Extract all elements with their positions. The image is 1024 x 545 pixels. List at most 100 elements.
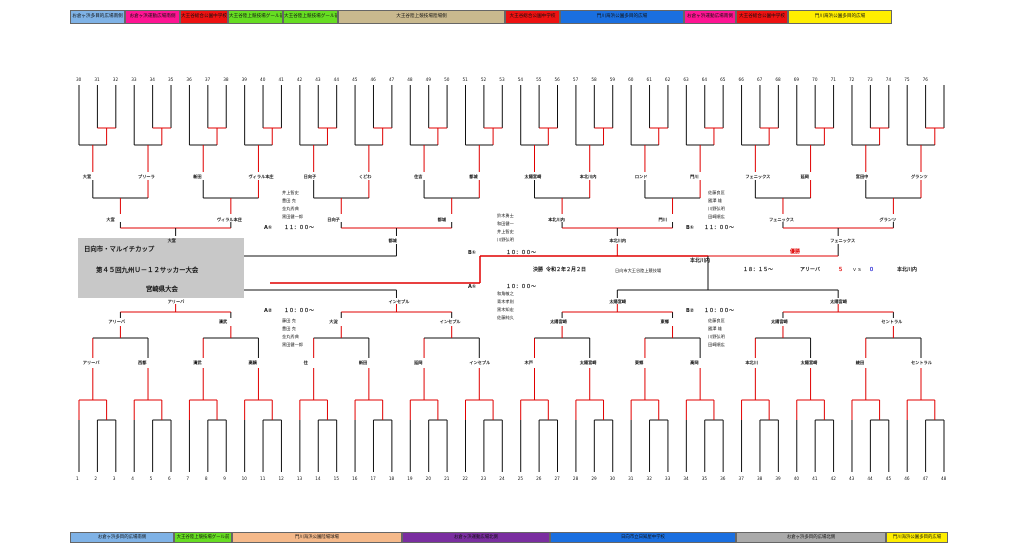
team-name: 太陽宮崎 xyxy=(579,360,597,365)
seed-number: 64 xyxy=(701,77,708,82)
seed-number: 46 xyxy=(904,476,910,481)
team-name: 新田 xyxy=(193,174,202,179)
seed-number: 39 xyxy=(241,77,247,82)
qf-top-left-code: A① xyxy=(264,225,273,231)
seed-number: 61 xyxy=(646,77,652,82)
seed-number: 31 xyxy=(628,476,634,481)
semi-bottom-time: １０：００～ xyxy=(506,284,537,290)
seed-number: 46 xyxy=(370,77,376,82)
team-name: 延岡 xyxy=(414,360,423,365)
team-name: インセプル xyxy=(439,319,461,324)
venue-header-cell: お倉ヶ浜運動広場南側 xyxy=(684,10,736,24)
official-name: 豊田 克 xyxy=(282,198,296,203)
team-name: 太陽宮崎 xyxy=(524,174,542,179)
seed-number: 48 xyxy=(407,77,413,82)
team-name: 日向子 xyxy=(303,174,317,179)
seed-number: 54 xyxy=(517,77,524,82)
team-name: アリーバ xyxy=(167,299,185,304)
seed-number: 4 xyxy=(131,476,134,481)
official-name: 和角敏之 xyxy=(497,291,514,296)
final-label: 決勝 xyxy=(533,267,544,273)
official-name: 國澤 雄 xyxy=(708,198,722,203)
team-name: 都城 xyxy=(388,238,397,243)
official-name: 黒田健一郎 xyxy=(282,342,303,347)
seed-number: 2 xyxy=(94,476,98,481)
venue-header-cell: 大王谷陸上競技場グール前 xyxy=(283,10,338,24)
venue-footer-cell: 日向市立日知屋中学校 xyxy=(550,532,736,543)
qf-bottom-right-code: B② xyxy=(686,308,695,314)
team-name: 大宮 xyxy=(106,217,115,222)
seed-number: 42 xyxy=(830,476,836,481)
seed-number: 35 xyxy=(701,476,708,481)
venue-footer-cell: お倉ヶ浜多目的広場北側 xyxy=(736,532,886,543)
seed-number: 5 xyxy=(149,476,153,481)
official-name: 青木孝則 xyxy=(497,299,514,304)
venue-footer-cell: 大王谷陸上競技場グール前 xyxy=(174,532,232,543)
team-name: 門川 xyxy=(690,174,699,179)
seed-number: 62 xyxy=(664,77,671,82)
seed-number: 15 xyxy=(333,476,339,481)
qf-top-right-code: B① xyxy=(686,225,695,231)
seed-number: 22 xyxy=(462,476,468,481)
team-name: 都城 xyxy=(469,174,478,179)
venue-footer-cell: お倉ヶ浜多目的広場南側 xyxy=(70,532,174,543)
seed-number: 14 xyxy=(315,476,321,481)
venue-header-cell: 大王谷総合公園中学校 xyxy=(180,10,228,24)
seed-number: 68 xyxy=(775,77,781,82)
team-name: インセプル xyxy=(388,299,410,304)
team-name: 高鍋 xyxy=(248,360,257,365)
seed-number: 59 xyxy=(609,77,616,82)
seed-number: 72 xyxy=(848,77,855,82)
qf-bottom-left-time: １０：００～ xyxy=(284,308,315,314)
team-name: セントラル xyxy=(910,360,932,365)
seed-number: 28 xyxy=(572,476,579,481)
venue-header-cell: 門川海浜公園多目的広場 xyxy=(560,10,684,24)
seed-number: 33 xyxy=(131,77,137,82)
seed-number: 10 xyxy=(241,476,247,481)
team-name: フェニックス xyxy=(830,238,856,243)
qf-top-right-time: １１：００～ xyxy=(704,225,735,231)
seed-number: 39 xyxy=(775,476,781,481)
final-time: １８：１５～ xyxy=(743,267,774,273)
venue-header-cell: お倉ヶ浜運動広場南側 xyxy=(125,10,180,24)
seed-number: 30 xyxy=(76,77,82,82)
seed-number: 52 xyxy=(480,77,487,82)
team-name: フェニックス xyxy=(745,174,771,179)
final-venue: 日向市大王谷陸上競技場 xyxy=(615,268,662,273)
seed-number: 42 xyxy=(296,77,303,82)
team-name: グランツ xyxy=(879,217,897,222)
team-name: 太陽宮崎 xyxy=(830,299,847,304)
team-name: プリーラ xyxy=(138,174,155,179)
seed-number: 32 xyxy=(112,77,119,82)
team-name: 住吉 xyxy=(414,174,423,179)
team-name: 本北川内 xyxy=(579,174,597,179)
seed-number: 29 xyxy=(591,476,597,481)
official-name: 井上智史 xyxy=(282,190,299,195)
seed-number: 1 xyxy=(76,476,79,481)
seed-number: 25 xyxy=(517,476,524,481)
title-line-3: 宮崎県大会 xyxy=(146,285,178,293)
venue-header-cell: 門川海浜公園多目的広場 xyxy=(788,10,892,24)
final-vs: ｖｓ xyxy=(852,267,863,273)
seed-number: 38 xyxy=(756,476,763,481)
official-name: 國澤 雄 xyxy=(708,326,722,331)
official-name: 金丸秀典 xyxy=(282,206,299,211)
seed-number: 58 xyxy=(591,77,597,82)
team-name: アリーバ xyxy=(108,319,126,324)
seed-number: 23 xyxy=(480,476,487,481)
semi-top-code: B① xyxy=(468,250,477,256)
semi-bottom-code: A① xyxy=(468,284,477,290)
team-name: 日向子 xyxy=(327,217,340,222)
team-name: 本北川 xyxy=(745,360,758,365)
seed-number: 8 xyxy=(204,476,208,481)
official-name: 鈴木勇士 xyxy=(497,213,514,218)
seed-number: 60 xyxy=(628,77,634,82)
seed-number: 41 xyxy=(812,476,818,481)
seed-number: 35 xyxy=(168,77,174,82)
team-name: 本北川内 xyxy=(609,238,627,243)
seed-number: 50 xyxy=(444,77,450,82)
official-name: 豊田 克 xyxy=(282,326,296,331)
seed-number: 47 xyxy=(388,77,395,82)
